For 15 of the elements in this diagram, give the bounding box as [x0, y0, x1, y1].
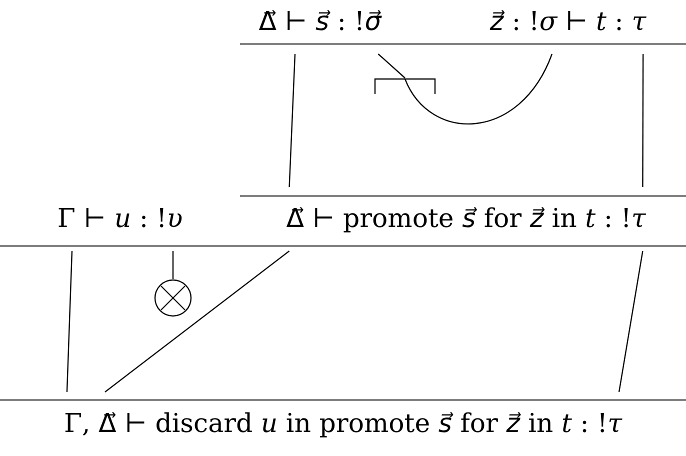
connector-line — [288, 54, 296, 188]
connector-line — [104, 250, 290, 392]
bracket-symbol — [374, 78, 436, 94]
formula: Γ ⊢ u : !υ — [57, 201, 183, 237]
formula: Γ, Δ⃗ ⊢ discard u in promote s⃗ for z⃗ in t : !τ — [64, 406, 622, 442]
connector-line — [642, 54, 644, 187]
connector-line — [378, 54, 406, 78]
connector-line — [172, 251, 174, 279]
circled-times-symbol — [154, 279, 192, 317]
formula: Δ⃗ ⊢ s⃗ : !σ⃗ — [258, 4, 382, 40]
curved-connector — [404, 54, 553, 124]
connector-line — [66, 250, 73, 392]
connector-line — [618, 250, 644, 392]
formula: Δ⃗ ⊢ promote s⃗ for z⃗ in t : !τ — [286, 201, 646, 237]
formula: z⃗ : !σ ⊢ t : τ — [490, 4, 646, 40]
